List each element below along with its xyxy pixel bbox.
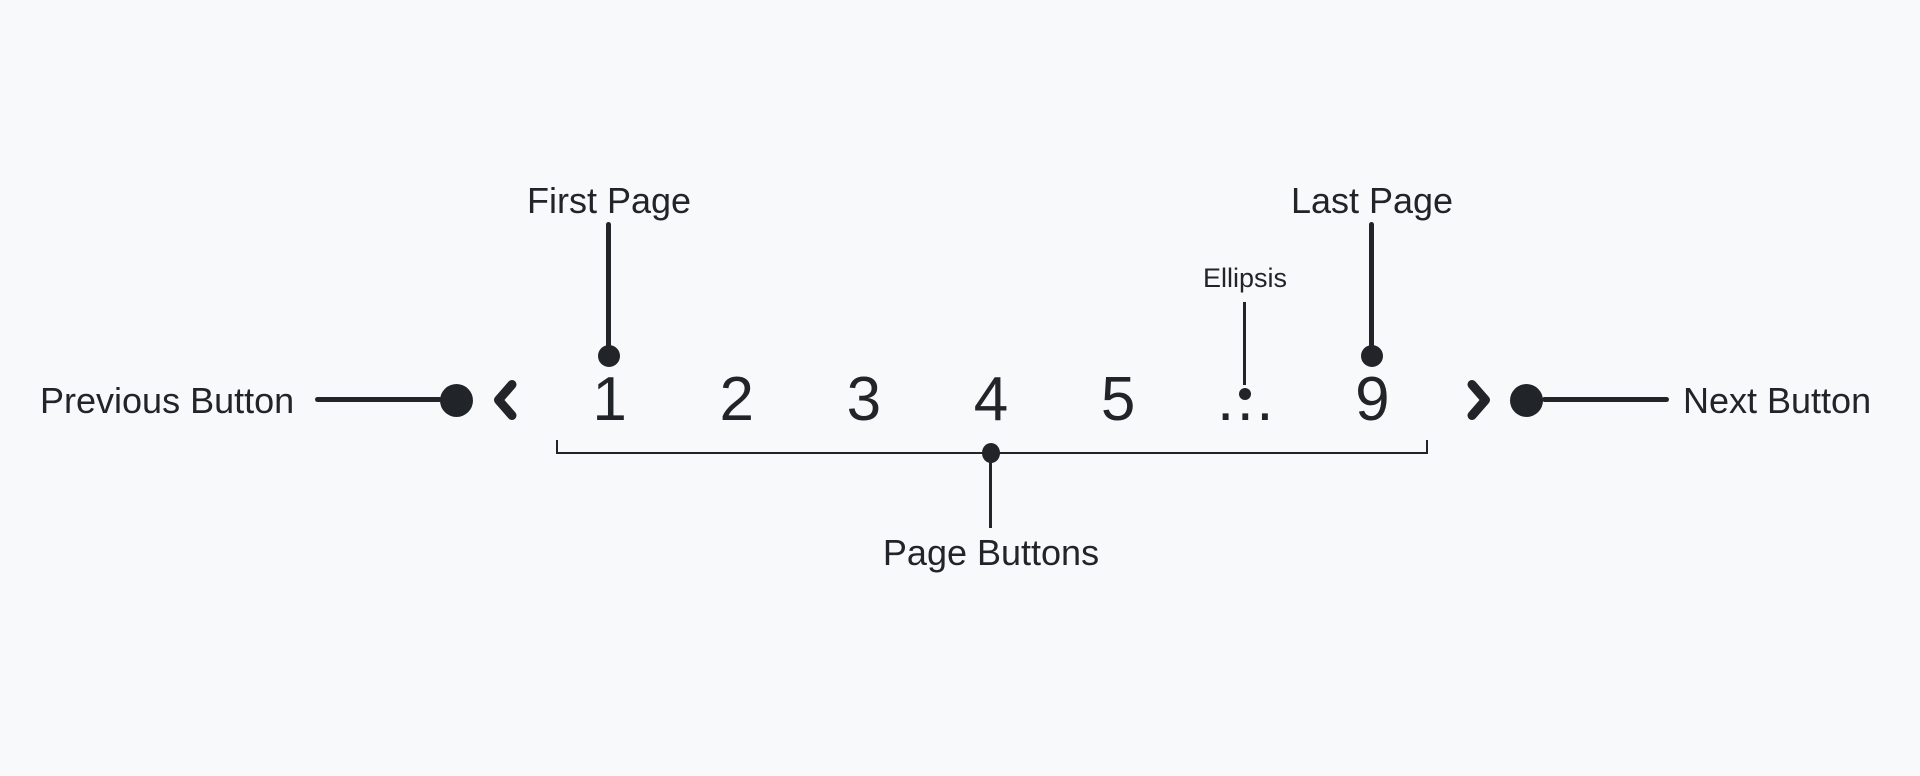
previous-button-label: Previous Button [40,380,295,421]
ellipsis-label: Ellipsis [1202,263,1288,293]
page-buttons-callout-line [989,453,992,528]
next-button-label: Next Button [1683,380,1872,421]
next-callout-dot [1510,384,1543,417]
page-buttons-label: Page Buttons [882,532,1100,573]
last-page-callout-dot [1361,345,1383,367]
first-page-callout-dot [598,345,620,367]
previous-callout-dot [440,384,473,417]
chevron-left-icon [494,380,517,420]
ellipsis-callout-line [1243,302,1246,385]
ellipsis-callout-dot [1239,388,1251,400]
previous-callout-line [315,397,442,402]
page-button-5[interactable]: 5 [1100,365,1136,434]
page-buttons-row: 1 2 3 4 5 … 9 [546,365,1436,434]
previous-page-button[interactable] [490,378,520,422]
last-page-label: Last Page [1290,180,1454,221]
page-button-2[interactable]: 2 [719,365,754,434]
chevron-right-icon [1467,380,1490,420]
page-button-9[interactable]: 9 [1355,365,1390,434]
page-button-1[interactable]: 1 [592,365,627,434]
first-page-label: First Page [526,180,692,221]
last-page-callout-line [1369,222,1374,348]
page-button-3[interactable]: 3 [846,365,882,434]
page-button-4[interactable]: 4 [973,365,1009,434]
next-page-button[interactable] [1464,378,1494,422]
next-callout-line [1542,397,1669,402]
first-page-callout-line [606,222,611,348]
